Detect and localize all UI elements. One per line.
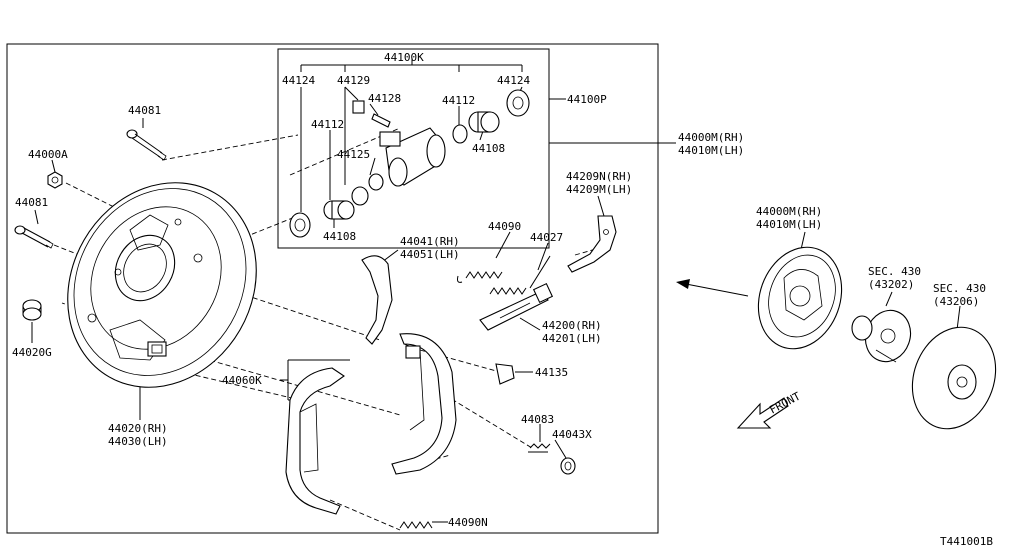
label-44125: 44125 — [337, 148, 370, 161]
brake-shoe-rear — [391, 333, 457, 475]
shoe-lever-44041 — [361, 255, 393, 345]
label-44108-left: 44108 — [323, 230, 356, 243]
drum-sec-430 — [911, 326, 997, 430]
label-44100K: 44100K — [384, 51, 424, 64]
label-front: FRONT — [767, 389, 803, 416]
arrow-to-assembly — [676, 279, 749, 297]
label-44201-lh: 44201(LH) — [542, 332, 602, 345]
nut-44000A — [47, 171, 63, 189]
bolt-44081-left — [14, 225, 54, 249]
label-44041-rh: 44041(RH) — [400, 235, 460, 248]
brake-assembly-overview — [757, 246, 843, 350]
adjuster-44200 — [479, 282, 554, 331]
label-44124-right: 44124 — [497, 74, 530, 87]
label-44000M-rh-overview: 44000M(RH) — [756, 205, 822, 218]
label-sec-430-hub: SEC. 430 — [868, 265, 921, 278]
spring-44125 — [368, 173, 384, 191]
label-44209M-lh: 44209M(LH) — [566, 183, 632, 196]
label-43202: (43202) — [868, 278, 914, 291]
cap-44129 — [352, 100, 365, 114]
label-44027: 44027 — [530, 231, 563, 244]
label-44135: 44135 — [535, 366, 568, 379]
label-44209N-rh: 44209N(RH) — [566, 170, 632, 183]
clip-44135 — [495, 363, 515, 385]
wheel-cylinder-body-44100P — [379, 127, 446, 187]
label-44060K: 44060K — [222, 374, 262, 387]
label-44100P: 44100P — [567, 93, 607, 106]
label-44020-rh: 44020(RH) — [108, 422, 168, 435]
spring-44027 — [489, 255, 551, 295]
boot-44124-left — [289, 212, 311, 238]
label-44081-top: 44081 — [128, 104, 161, 117]
label-43206: (43206) — [933, 295, 979, 308]
cup-44108-right — [452, 124, 468, 144]
leader-lines — [31, 58, 961, 523]
label-44112-right: 44112 — [442, 94, 475, 107]
plug-44020G — [22, 299, 42, 321]
label-44081-left: 44081 — [15, 196, 48, 209]
part-labels: 44100K 44124 44129 44128 44124 44100P 44… — [12, 51, 993, 548]
label-44010M-lh: 44010M(LH) — [678, 144, 744, 157]
label-44000A: 44000A — [28, 148, 68, 161]
boot-44124-right — [506, 89, 530, 117]
cup-44108-left — [351, 186, 369, 206]
label-44030-lh: 44030(LH) — [108, 435, 168, 448]
label-44083: 44083 — [521, 413, 554, 426]
main-frame — [6, 43, 659, 534]
lever-44209 — [567, 215, 617, 273]
spring-44090N-lower — [399, 521, 433, 529]
label-44010M-lh-overview: 44010M(LH) — [756, 218, 822, 231]
label-44043X: 44043X — [552, 428, 592, 441]
label-44112-left: 44112 — [311, 118, 344, 131]
wheel-cylinder-frame — [277, 48, 550, 249]
brake-shoe-front — [285, 367, 345, 515]
piston-44112-right — [468, 111, 500, 133]
label-44020G: 44020G — [12, 346, 52, 359]
label-44124-left: 44124 — [282, 74, 315, 87]
label-44051-lh: 44051(LH) — [400, 248, 460, 261]
diagram-code: T441001B — [940, 535, 993, 548]
label-44129: 44129 — [337, 74, 370, 87]
bleeder-44128 — [371, 113, 391, 128]
label-44200-rh: 44200(RH) — [542, 319, 602, 332]
label-44000M-rh: 44000M(RH) — [678, 131, 744, 144]
label-44108-right: 44108 — [472, 142, 505, 155]
label-44090N: 44090N — [448, 516, 488, 529]
spring-44090-upper — [457, 271, 503, 283]
front-arrow — [736, 397, 789, 429]
hub-sec-430 — [851, 309, 912, 363]
piston-44112-left — [323, 200, 355, 220]
backing-plate — [67, 182, 257, 388]
label-44090: 44090 — [488, 220, 521, 233]
pin-44083 — [528, 443, 551, 453]
retainer-44043X — [560, 457, 576, 475]
label-sec-430-drum: SEC. 430 — [933, 282, 986, 295]
label-44128: 44128 — [368, 92, 401, 105]
bolt-44081-top — [126, 129, 167, 161]
